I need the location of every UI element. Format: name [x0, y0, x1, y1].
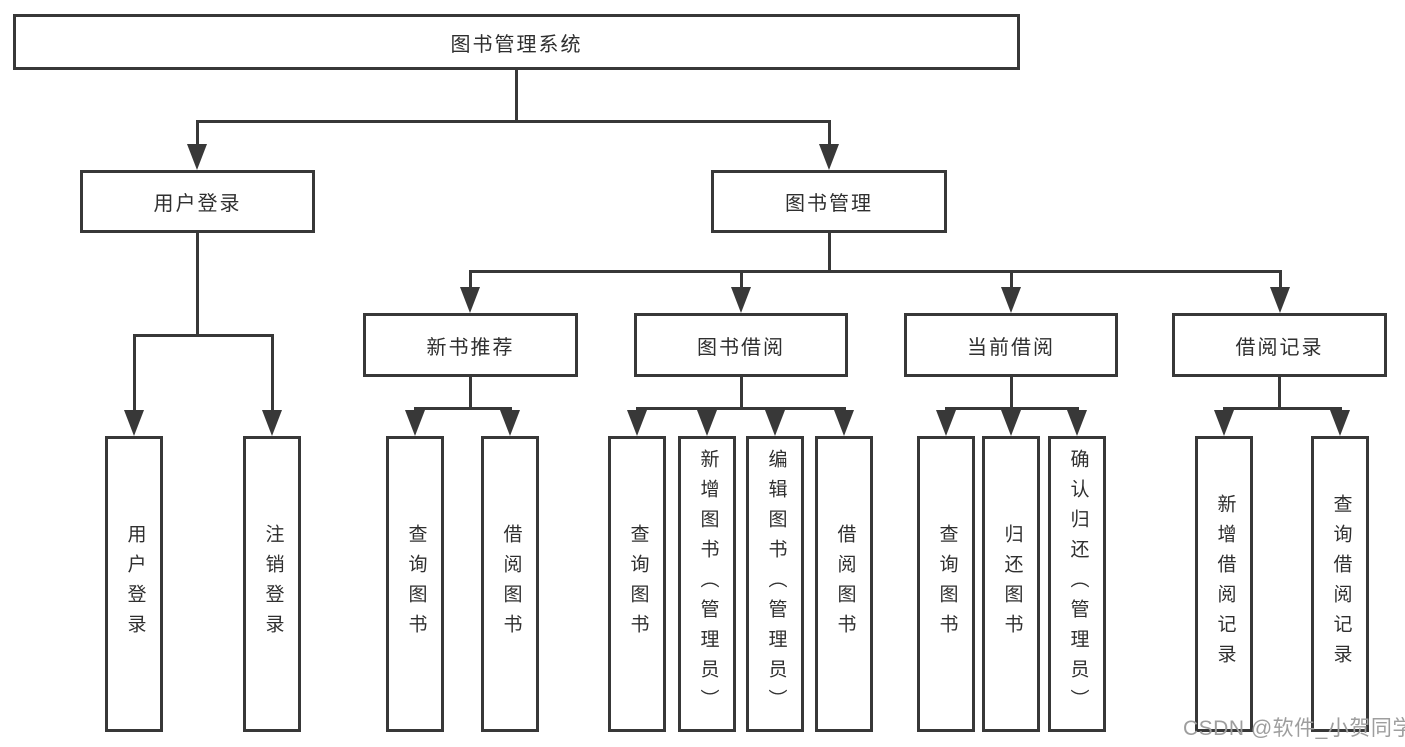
arrow-down-icon: [1001, 410, 1021, 436]
connector-line: [1010, 377, 1013, 407]
node-leaf-borrow-books-recommend-label: 借阅图书: [500, 524, 522, 644]
arrow-down-icon: [1001, 287, 1021, 313]
node-user-login-label: 用户登录: [153, 193, 242, 215]
connector-line: [1223, 407, 1342, 410]
connector-line: [1010, 270, 1013, 288]
node-new-book-recommend: 新书推荐: [363, 313, 578, 377]
node-leaf-add-books-admin: 新增图书（管理员）: [678, 436, 736, 732]
node-leaf-add-books-admin-label: 新增图书（管理员）: [697, 449, 719, 719]
node-book-management-label: 图书管理: [785, 193, 873, 215]
node-new-book-recommend-label: 新书推荐: [426, 336, 515, 359]
node-leaf-query-books-borrow: 查询图书: [608, 436, 666, 732]
connector-line: [1076, 407, 1079, 412]
arrow-down-icon: [765, 410, 785, 436]
connector-line: [414, 407, 512, 410]
connector-line: [196, 233, 199, 334]
arrow-down-icon: [124, 410, 144, 436]
node-leaf-add-borrow-record-label: 新增借阅记录: [1214, 494, 1236, 674]
connector-line: [1279, 270, 1282, 288]
connector-line: [509, 407, 512, 412]
node-leaf-logout-label: 注销登录: [262, 524, 284, 644]
node-user-login: 用户登录: [80, 170, 315, 233]
arrow-down-icon: [819, 144, 839, 170]
arrow-down-icon: [697, 410, 717, 436]
node-leaf-user-login-label: 用户登录: [124, 524, 146, 644]
connector-line: [469, 270, 472, 288]
connector-line: [469, 270, 1281, 273]
connector-line: [828, 233, 831, 270]
arrow-down-icon: [731, 287, 751, 313]
node-borrow-records: 借阅记录: [1172, 313, 1387, 377]
node-leaf-add-borrow-record: 新增借阅记录: [1195, 436, 1253, 732]
node-leaf-return-books-label: 归还图书: [1001, 524, 1023, 644]
node-leaf-confirm-return-admin: 确认归还（管理员）: [1048, 436, 1106, 732]
connector-line: [945, 407, 948, 412]
arrow-down-icon: [460, 287, 480, 313]
arrow-down-icon: [627, 410, 647, 436]
node-borrow-records-label: 借阅记录: [1235, 336, 1324, 359]
arrow-down-icon: [1214, 410, 1234, 436]
node-leaf-query-borrow-record: 查询借阅记录: [1311, 436, 1369, 732]
arrow-down-icon: [1067, 410, 1087, 436]
node-leaf-query-books-recommend-label: 查询图书: [405, 524, 427, 644]
arrow-down-icon: [1330, 410, 1350, 436]
arrow-down-icon: [834, 410, 854, 436]
connector-line: [196, 120, 831, 123]
connector-line: [414, 407, 417, 412]
node-current-borrowing: 当前借阅: [904, 313, 1118, 377]
node-leaf-borrow-books-recommend: 借阅图书: [481, 436, 539, 732]
connector-line: [636, 407, 639, 412]
node-leaf-return-books: 归还图书: [982, 436, 1040, 732]
node-leaf-edit-books-admin-label: 编辑图书（管理员）: [765, 449, 787, 719]
node-root-label: 图书管理系统: [450, 33, 583, 56]
arrow-down-icon: [500, 410, 520, 436]
connector-line: [1339, 407, 1342, 412]
connector-line: [271, 334, 274, 411]
node-leaf-borrow-books-label: 借阅图书: [834, 524, 856, 644]
node-current-borrowing-label: 当前借阅: [967, 336, 1055, 359]
arrow-down-icon: [187, 144, 207, 170]
connector-line: [1223, 407, 1226, 412]
connector-line: [843, 407, 846, 412]
connector-line: [706, 407, 709, 412]
arrow-down-icon: [405, 410, 425, 436]
node-leaf-query-books-current: 查询图书: [917, 436, 975, 732]
connector-line: [515, 70, 518, 120]
node-leaf-query-books-recommend: 查询图书: [386, 436, 444, 732]
node-leaf-confirm-return-admin-label: 确认归还（管理员）: [1067, 449, 1089, 719]
node-leaf-edit-books-admin: 编辑图书（管理员）: [746, 436, 804, 732]
connector-line: [740, 270, 743, 288]
arrow-down-icon: [262, 410, 282, 436]
arrow-down-icon: [936, 410, 956, 436]
connector-line: [133, 334, 274, 337]
node-leaf-query-books-borrow-label: 查询图书: [627, 524, 649, 644]
node-book-borrowing: 图书借阅: [634, 313, 848, 377]
connector-line: [636, 407, 845, 410]
connector-line: [133, 334, 136, 411]
node-leaf-user-login: 用户登录: [105, 436, 163, 732]
connector-line: [1010, 407, 1013, 412]
node-leaf-borrow-books: 借阅图书: [815, 436, 873, 732]
arrow-down-icon: [1270, 287, 1290, 313]
node-leaf-query-borrow-record-label: 查询借阅记录: [1330, 494, 1352, 674]
node-book-management: 图书管理: [711, 170, 947, 233]
connector-line: [774, 407, 777, 412]
node-leaf-query-books-current-label: 查询图书: [936, 524, 958, 644]
node-book-borrowing-label: 图书借阅: [697, 336, 785, 359]
connector-line: [828, 120, 831, 145]
connector-line: [196, 120, 199, 145]
csdn-watermark: CSDN @软件_小贺同学: [1183, 717, 1405, 740]
connector-line: [1278, 377, 1281, 407]
node-leaf-logout: 注销登录: [243, 436, 301, 732]
node-root-library-system: 图书管理系统: [13, 14, 1020, 70]
connector-line: [469, 377, 472, 407]
connector-line: [740, 377, 743, 407]
